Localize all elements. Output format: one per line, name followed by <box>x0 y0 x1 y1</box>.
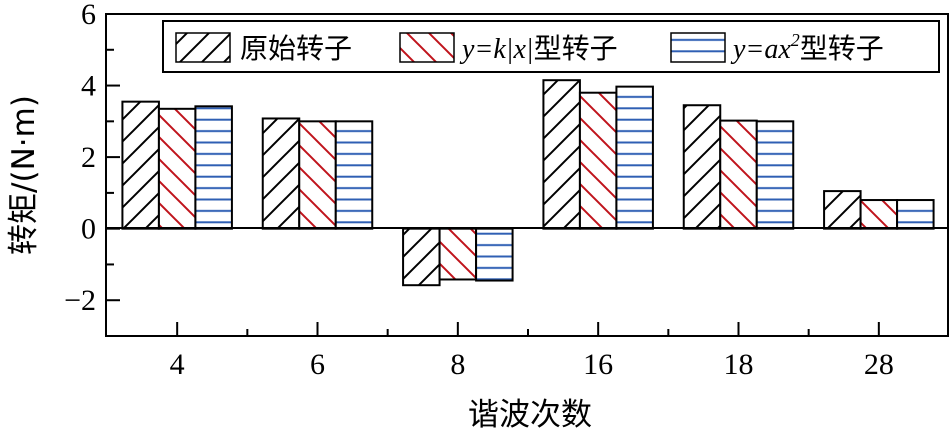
y-axis: −2 0 2 4 6 <box>64 0 120 317</box>
bar-16-series-2 <box>615 85 654 230</box>
bar-6-series-1 <box>298 120 337 230</box>
bar-18-series-2 <box>755 120 795 230</box>
legend-swatch-original <box>175 32 231 63</box>
legend-swatch-ax2 <box>670 32 726 63</box>
y-tick-label: 0 <box>81 213 96 246</box>
bar-4-series-2 <box>194 105 233 230</box>
x-tick-label: 6 <box>310 348 325 381</box>
bar-8-series-2 <box>475 227 514 282</box>
bar-28-series-1 <box>859 199 899 230</box>
legend: 原始转子 y=k|x|型转子 y=ax2型转子 <box>162 20 940 73</box>
bar-6-series-0 <box>261 117 301 230</box>
bar-8-series-1 <box>438 227 478 281</box>
legend-box <box>162 20 940 73</box>
bar-8-series-0 <box>402 227 441 287</box>
bar-6-series-2 <box>334 120 374 230</box>
x-tick-label: 16 <box>583 348 613 381</box>
legend-label-ax2: y=ax2型转子 <box>730 30 884 65</box>
x-tick-label: 4 <box>170 348 185 381</box>
y-tick-label: 2 <box>81 141 96 174</box>
legend-label-klx: y=k|x|型转子 <box>459 32 618 65</box>
bar-16-series-1 <box>578 91 618 230</box>
bar-28-series-2 <box>896 199 935 230</box>
x-tick-label: 28 <box>864 348 894 381</box>
legend-label-original: 原始转子 <box>240 32 352 65</box>
x-tick-label: 18 <box>724 348 754 381</box>
y-tick-label: −2 <box>64 284 96 317</box>
bar-18-series-1 <box>719 119 758 230</box>
y-tick-label: 6 <box>81 0 96 31</box>
bars-group <box>121 79 935 287</box>
y-axis-title: 转矩/(N·m) <box>6 95 42 255</box>
x-tick-label: 8 <box>450 348 465 381</box>
bar-16-series-0 <box>542 79 581 230</box>
x-axis-title: 谐波次数 <box>468 397 592 433</box>
x-axis: 4 6 8 16 18 28 <box>170 322 894 381</box>
bar-18-series-0 <box>682 104 722 230</box>
y-tick-label: 4 <box>81 70 96 103</box>
legend-swatch-klx <box>399 32 455 63</box>
bar-4-series-1 <box>157 107 197 230</box>
bar-28-series-0 <box>823 190 862 230</box>
bar-4-series-0 <box>121 100 160 230</box>
